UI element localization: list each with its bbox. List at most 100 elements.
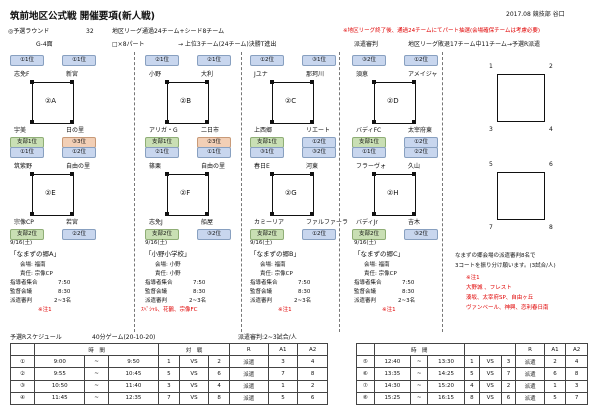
group-court (32, 174, 74, 216)
schedule-cell: 派遣 (515, 367, 545, 381)
schedule-header-cell: A1 (267, 342, 299, 357)
team-label: 吉木 (408, 219, 421, 226)
venue-date: 9/16(土) (145, 240, 168, 246)
corner-dot (412, 172, 416, 176)
divider (241, 52, 242, 332)
schedule-header-cell (356, 342, 375, 357)
team-label: 筑紫野 (14, 163, 33, 170)
venue-site: 会場: 福南 (260, 262, 286, 268)
venue-resp: 責任: 小野 (155, 271, 181, 277)
schedule-cell: ⑧ (356, 391, 375, 405)
corner-dot (372, 172, 376, 176)
right-note-line2: 3コートを振り分け願います。(3試合/人) (455, 263, 556, 269)
team-label: フラーヴォ (356, 163, 387, 170)
group-badge-top: ②1位 (197, 55, 231, 66)
schedule-cell: 2 (297, 379, 328, 393)
venue-mgr-time: 8:30 (58, 289, 71, 295)
corner-dot (70, 120, 74, 124)
corner-dot (30, 120, 34, 124)
group-badge-top: ①1位 (197, 147, 231, 158)
group-badge-top: ①1位 (10, 55, 44, 66)
schedule-cell: VS (478, 379, 502, 393)
schedule-cell: 派遣 (515, 355, 545, 369)
schedule-cell: 6 (500, 391, 517, 405)
schedule-header-cell: 時 間 (373, 342, 465, 357)
schedule-cell: ~ (84, 379, 109, 393)
schedule-cell: 4 (208, 379, 230, 393)
team-label: バディJr (356, 219, 378, 226)
venue-resp: 責任: 宗像CP (20, 271, 53, 277)
schedule-cell: 15:20 (427, 379, 465, 393)
venue-dispatch-count: 2~3名 (54, 298, 72, 304)
venue-dispatch: 派遣審判 (145, 298, 168, 304)
schedule-cell: ③ (9, 379, 36, 393)
venue-note: ※注1 (38, 307, 52, 313)
venue-refs-time: 7:50 (298, 280, 311, 286)
red-note: ※地区リーグ終了後、通過24チームにてパート抽選(会場確保チームは考慮必要) (343, 28, 541, 34)
venue-mgr: 監督会議 (10, 289, 33, 295)
note-line: 湊坂、太宰府SP、自由ヶ丘 (466, 295, 534, 301)
schedule-cell: 9:00 (34, 355, 86, 369)
corner-dot (412, 212, 416, 216)
group-court (374, 82, 416, 124)
corner-dot (30, 172, 34, 176)
schedule-cell: 3 (500, 355, 517, 369)
page-title: 筑前地区公式戦 開催要項(新人戦) (10, 11, 155, 22)
corner-dot (412, 80, 416, 84)
corner-dot (165, 120, 169, 124)
schedule-cell: ⑥ (356, 367, 375, 381)
venue-date: 9/16(土) (354, 240, 377, 246)
court-num: 1 (489, 63, 493, 70)
schedule-header-cell: A1 (543, 342, 567, 357)
court-num: 5 (489, 161, 493, 168)
venue-refs-time: 7:50 (402, 280, 415, 286)
schedule-cell: 12:40 (373, 355, 412, 369)
schedule-cell: ~ (410, 379, 429, 393)
schedule-cell: VS (178, 391, 210, 405)
schedule-cell: 13:35 (373, 367, 412, 381)
venue-dispatch: 派遣審判 (354, 298, 377, 304)
schedule-cell: ~ (84, 367, 109, 381)
corner-dot (165, 80, 169, 84)
schedule-cell: 4 (297, 355, 328, 369)
venue-dispatch-count: 2~3名 (398, 298, 416, 304)
group-court (167, 82, 209, 124)
venue-name: 「なまずの郷A」 (10, 250, 60, 258)
schedule-cell: 3 (565, 379, 588, 393)
schedule-cell: 6 (208, 367, 230, 381)
venue-mgr-time: 8:30 (193, 289, 206, 295)
venue-site: 会場: 福南 (20, 262, 46, 268)
team-label: 宇美 (14, 127, 27, 134)
venue-refs: 指導者集合 (145, 280, 173, 286)
note-line: 大野城 、フレスト (466, 285, 512, 291)
venue-dispatch-count: 2~3名 (294, 298, 312, 304)
corner-dot (270, 120, 274, 124)
date-author: 2017.08 競技部 谷口 (506, 11, 565, 18)
schedule-header-cell: A2 (565, 342, 588, 357)
dispatch-desc: 地区リーグ敗退17チーム中11チーム→予選R派遣 (408, 41, 541, 48)
group-badge-bottom: 支部2位 (352, 229, 386, 240)
schedule-cell: 12:35 (107, 391, 160, 405)
extra-court (497, 74, 545, 122)
team-label: カミーリア (254, 219, 285, 226)
corner-dot (372, 80, 376, 84)
group-letter: ②G (285, 189, 297, 197)
team-label: 上西郷 (254, 127, 273, 134)
team-label: 久山 (408, 163, 421, 170)
team-label: バディFC (356, 127, 382, 134)
schedule-cell: ⑦ (356, 379, 375, 393)
group-letter: ②B (180, 97, 192, 105)
schedule-cell: 6 (543, 367, 567, 381)
corner-dot (30, 80, 34, 84)
court-num: 3 (489, 126, 493, 133)
group-badge-top: ①2位 (250, 55, 284, 66)
corner-dot (372, 212, 376, 216)
group-badge-bottom: ①2位 (302, 229, 336, 240)
group-badge-top: ③2位 (352, 55, 386, 66)
schedule-cell: 5 (463, 367, 480, 381)
team-label: 大利 (201, 71, 214, 78)
group-badge-top: ①1位 (352, 147, 386, 158)
